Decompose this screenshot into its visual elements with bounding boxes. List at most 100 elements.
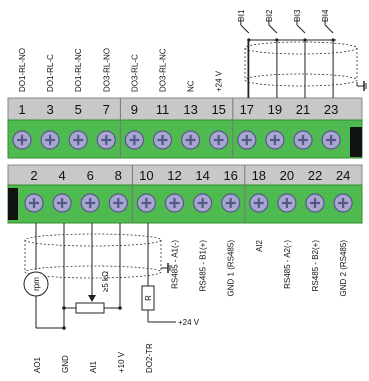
terminal-screw <box>164 193 185 213</box>
shield-loop-bottom-lower <box>24 265 162 279</box>
terminal-label: RS485 - A2(-) <box>283 240 292 289</box>
terminal-number: 5 <box>75 102 82 117</box>
terminal-number: 18 <box>252 168 266 183</box>
terminal-label: GND 2 (RS485) <box>339 240 348 297</box>
di-label: DI3 <box>293 9 302 22</box>
bottom-terminal-labels: RS485 - A1(-) RS485 - B1(+) GND 1 (RS485) A… <box>171 239 349 296</box>
di-switch: DI1 <box>237 9 251 98</box>
potentiometer-wiper-arrow <box>88 295 96 302</box>
terminal-number: 23 <box>324 102 338 117</box>
terminal-label: GND 1 (RS485) <box>227 240 236 297</box>
resistor-label: R <box>144 295 153 301</box>
external-terminal-label: GND <box>61 355 70 373</box>
terminal-number: 1 <box>18 102 25 117</box>
terminal-screw <box>12 130 32 150</box>
terminal-number: 19 <box>268 102 282 117</box>
terminal-number: 16 <box>223 168 237 183</box>
analog-wiring: rpm R +24 V ≥5 kΩ <box>23 223 200 330</box>
terminal-number: 7 <box>103 102 110 117</box>
terminal-number: 2 <box>30 168 37 183</box>
terminal-label: DO1-RL-NO <box>18 48 27 92</box>
top-terminal-screws <box>12 98 341 158</box>
di-label: DI2 <box>265 9 274 22</box>
terminal-screw <box>96 130 116 150</box>
terminal-screw <box>181 130 201 150</box>
terminal-screw <box>249 193 269 213</box>
terminal-label: +24 V <box>215 70 224 92</box>
terminal-number: 20 <box>280 168 294 183</box>
terminal-screw <box>124 130 144 150</box>
terminal-number: 10 <box>139 168 153 183</box>
digital-input-switches: DI1 DI2 DI3 DI4 <box>237 9 335 98</box>
terminal-label: DO3-RL-NO <box>102 48 111 92</box>
terminal-number: 4 <box>58 168 65 183</box>
terminal-screw <box>305 193 325 213</box>
terminal-number: 13 <box>183 102 197 117</box>
terminal-label: RS485 - A1(-) <box>171 240 180 289</box>
terminal-screw <box>152 130 173 150</box>
terminal-label: RS485 - B1(+) <box>199 240 208 292</box>
terminal-number: 17 <box>240 102 254 117</box>
di-switch: DI2 <box>265 9 279 98</box>
terminal-number: 8 <box>115 168 122 183</box>
rpm-meter-label: rpm <box>32 277 41 291</box>
di-label: DI1 <box>237 9 246 22</box>
terminal-number: 3 <box>46 102 53 117</box>
terminal-screw <box>24 193 44 213</box>
terminal-screw <box>40 130 60 150</box>
terminal-number: 21 <box>296 102 310 117</box>
terminal-screw <box>221 193 241 213</box>
terminal-number: 11 <box>156 102 170 117</box>
terminal-number: 24 <box>336 168 350 183</box>
shield-loop-top-upper <box>244 41 358 55</box>
terminal-label: RS485 - B2(+) <box>311 240 320 292</box>
terminal-screw <box>209 130 229 150</box>
terminal-label: DO3-RL-NC <box>159 48 168 92</box>
terminal-screw <box>68 130 88 150</box>
terminal-number: 22 <box>308 168 322 183</box>
external-terminal-label: AI1 <box>89 360 98 373</box>
terminal-screw <box>136 193 156 213</box>
external-terminal-label: +10 V <box>117 351 126 373</box>
terminal-screw <box>52 193 72 213</box>
terminal-screw <box>108 193 128 213</box>
supply-label: +24 V <box>178 318 200 327</box>
terminal-label: DO1-RL-C <box>46 54 55 92</box>
top-strip-end-cap <box>350 127 362 157</box>
terminal-screw <box>80 193 100 213</box>
terminal-number: 9 <box>131 102 138 117</box>
external-terminal-labels: AO1 GND AI1 +10 V DO2-TR <box>33 343 154 373</box>
di-switch: DI4 <box>321 9 335 98</box>
top-terminal-labels: DO1-RL-NO DO1-RL-C DO1-RL-NC DO3-RL-NO DO3-R… <box>18 48 224 92</box>
terminal-label: NC <box>187 80 196 92</box>
di-switch: DI3 <box>293 9 307 98</box>
bottom-terminal-screws <box>24 165 353 223</box>
terminal-number: 15 <box>211 102 225 117</box>
terminal-label: DO1-RL-NC <box>74 48 83 92</box>
di-label: DI4 <box>321 9 330 22</box>
terminal-number: 12 <box>167 168 181 183</box>
terminal-screw <box>277 193 297 213</box>
terminal-screw <box>321 130 341 150</box>
terminal-screw <box>333 193 353 213</box>
terminal-screw <box>193 193 213 213</box>
terminal-screw <box>293 130 313 150</box>
digital-input-wiring: DI1 DI2 DI3 DI4 <box>237 9 367 98</box>
external-terminal-label: AO1 <box>33 356 42 373</box>
terminal-number: 14 <box>195 168 209 183</box>
terminal-label: AI2 <box>255 239 264 252</box>
terminal-screw <box>237 130 257 150</box>
shield-loop-bottom-upper <box>24 233 162 247</box>
terminal-screw <box>265 130 285 150</box>
bottom-strip-end-cap <box>8 188 18 220</box>
terminal-label: DO3-RL-C <box>130 54 139 92</box>
potentiometer <box>75 302 105 314</box>
external-terminal-label: DO2-TR <box>145 343 154 373</box>
shield-loop-top-lower <box>244 73 358 87</box>
pot-value-label: ≥5 kΩ <box>101 271 110 292</box>
